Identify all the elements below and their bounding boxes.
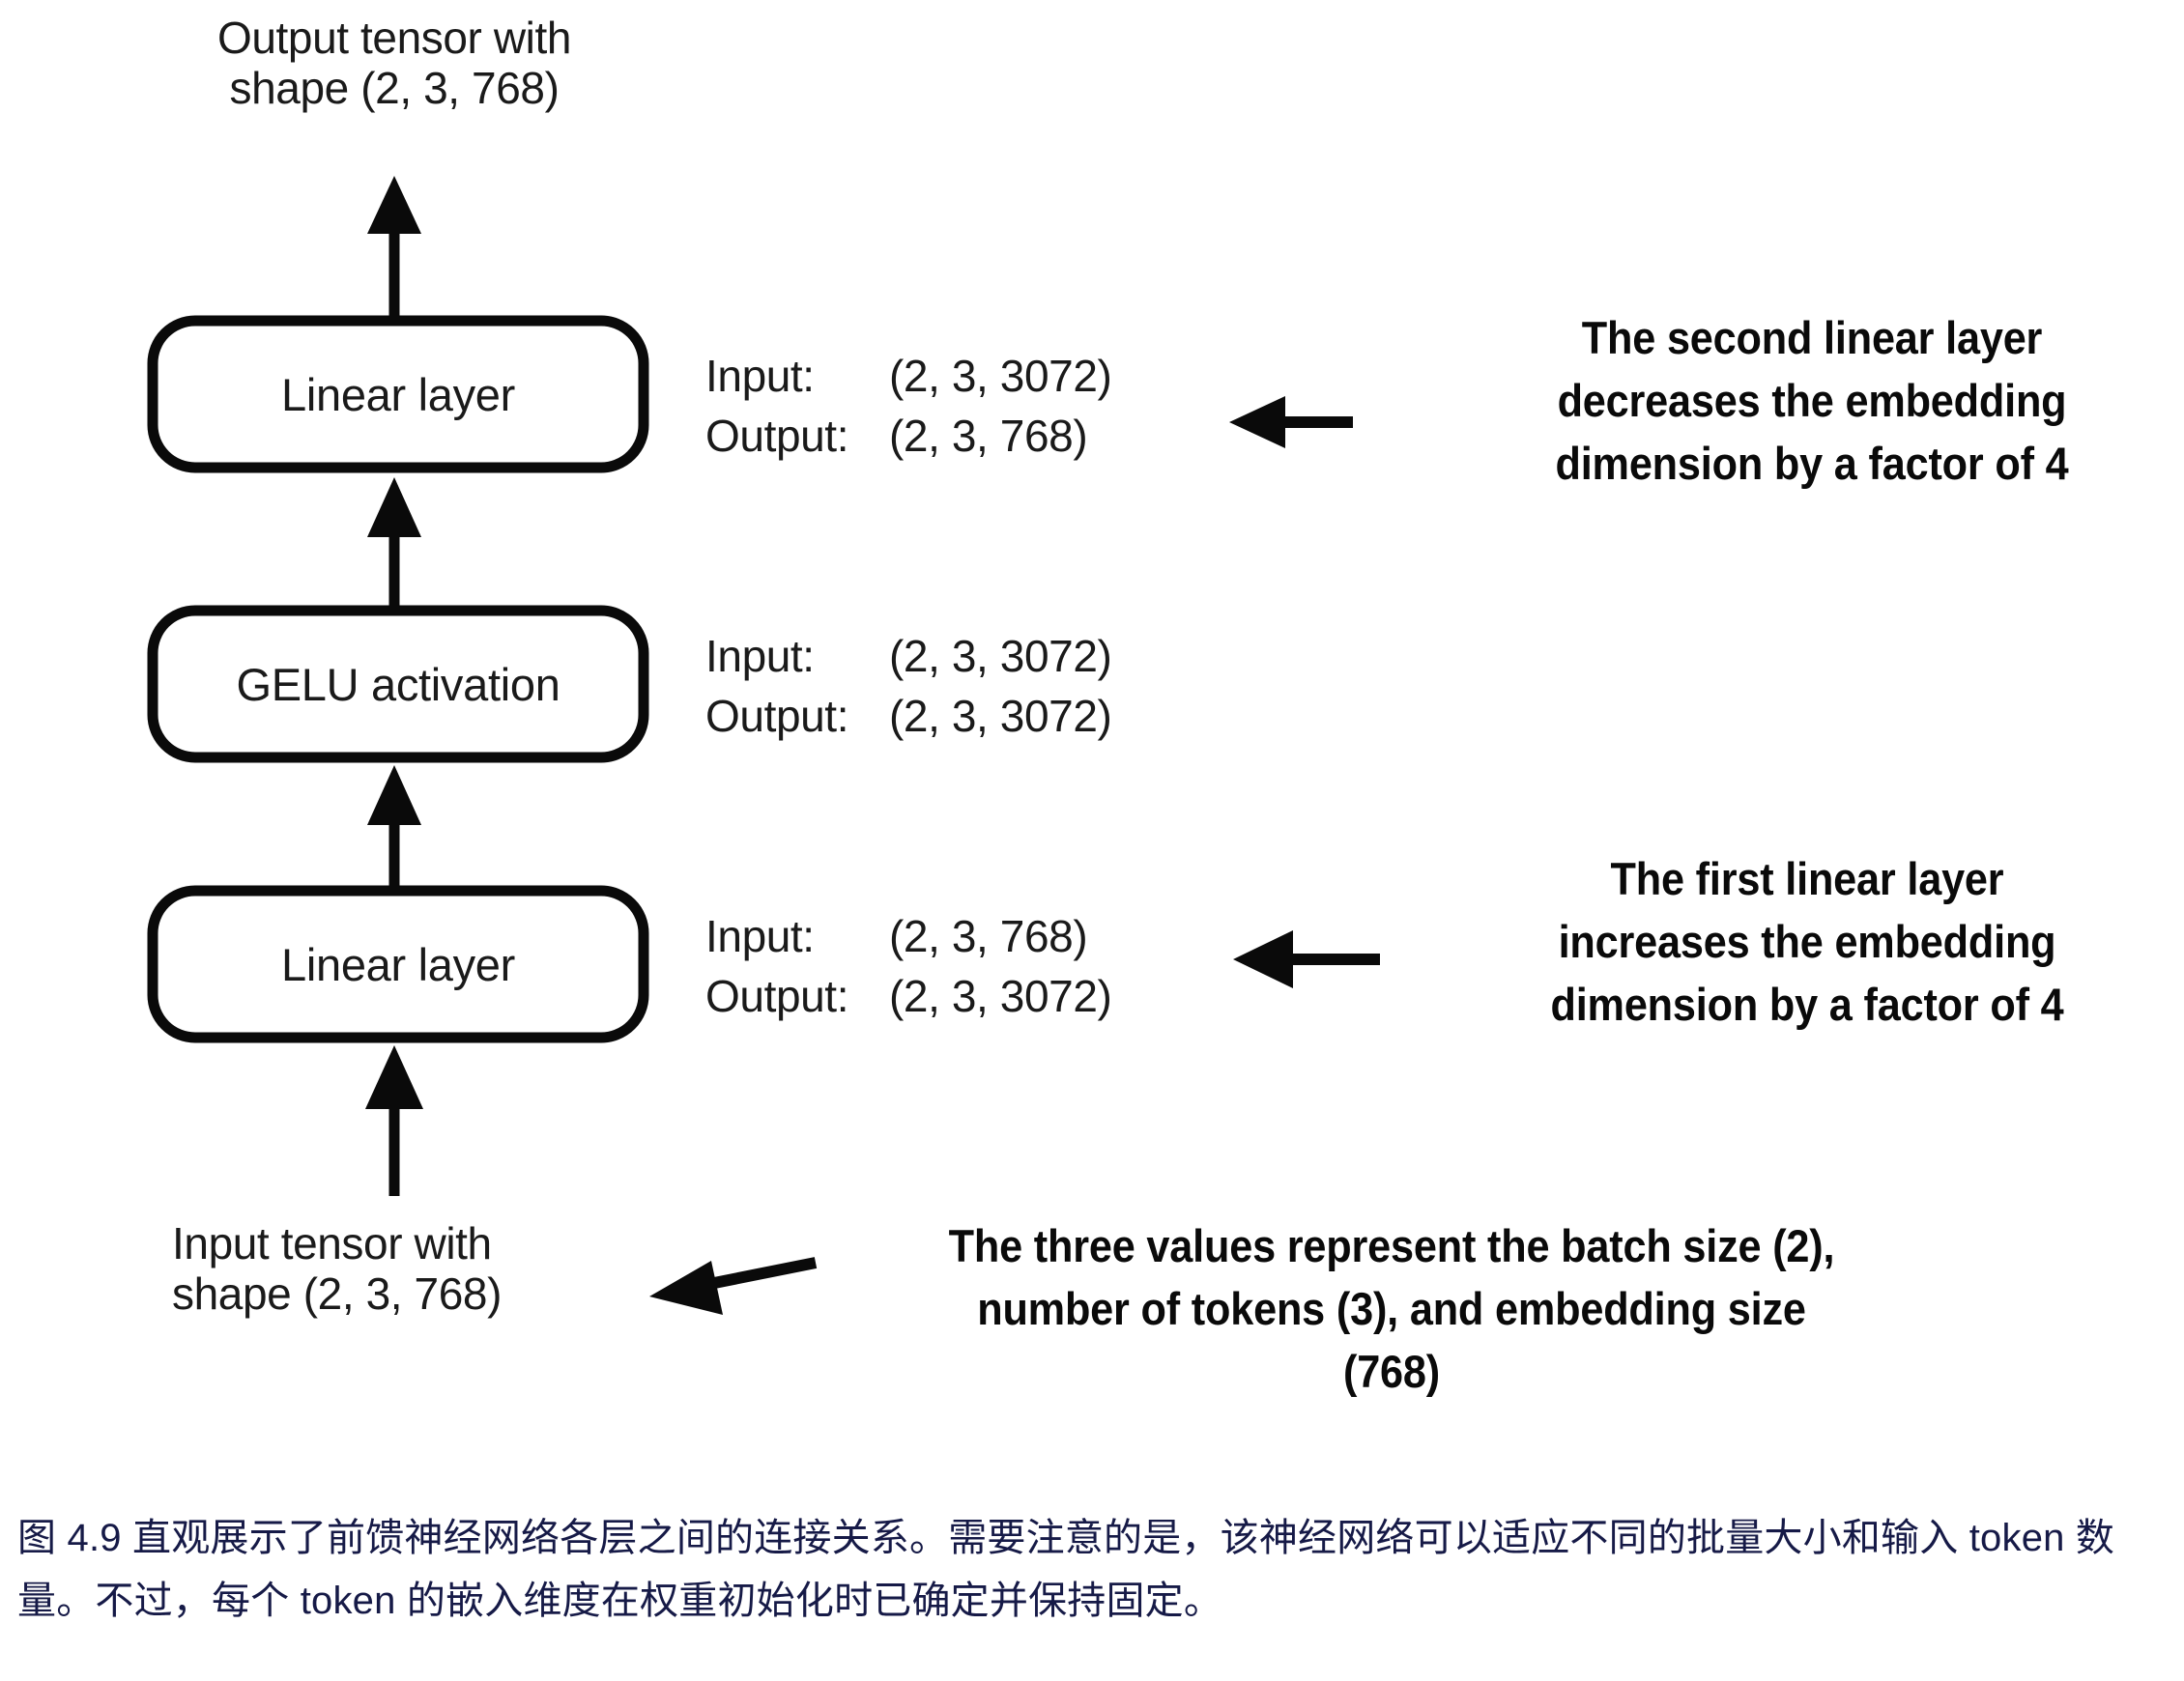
io-output-value: (2, 3, 3072) (889, 971, 1112, 1021)
io-input-value: (2, 3, 3072) (889, 351, 1112, 401)
io-row-input: Input: (2, 3, 3072) (705, 350, 1112, 402)
input-tensor-label: Input tensor with shape (2, 3, 768) (172, 1218, 502, 1319)
arrow-linear1-to-gelu (367, 765, 421, 891)
annotation-first-linear-layer: The first linear layer increases the emb… (1550, 853, 2064, 1030)
io-row-output: Output: (2, 3, 768) (705, 410, 1111, 462)
arrow-gelu-to-linear2 (367, 477, 421, 611)
box-linear-layer-1[interactable] (147, 885, 649, 1043)
arrow-pointer-shape-note (649, 1257, 818, 1315)
io-input-value: (2, 3, 768) (889, 911, 1088, 961)
arrow-pointer-first-linear (1233, 930, 1380, 988)
io-input-key: Input: (705, 631, 815, 681)
io-input-value: (2, 3, 3072) (889, 631, 1112, 681)
io-output-key: Output: (705, 691, 849, 741)
annotation-second-linear-layer: The second linear layer decreases the em… (1555, 312, 2069, 489)
box-gelu-activation[interactable] (147, 605, 649, 763)
io-output-value: (2, 3, 768) (889, 411, 1088, 461)
io-output-value: (2, 3, 3072) (889, 691, 1112, 741)
arrow-input-to-linear1 (365, 1045, 423, 1196)
box-linear-layer-2[interactable] (147, 315, 649, 473)
figure-caption: 图 4.9 直观展示了前馈神经网络各层之间的连接关系。需要注意的是，该神经网络可… (17, 1517, 2115, 1622)
io-spec-linear-layer-2: Input: (2, 3, 3072) Output: (2, 3, 768) (705, 350, 1112, 462)
annotation-shape-values: The three values represent the batch siz… (948, 1220, 1835, 1397)
io-output-key: Output: (705, 971, 849, 1021)
arrow-pointer-second-linear (1229, 396, 1353, 448)
output-tensor-label: Output tensor with shape (2, 3, 768) (216, 13, 572, 113)
arrow-to-output (367, 176, 421, 321)
io-row-input: Input: (2, 3, 3072) (705, 630, 1112, 682)
io-row-input: Input: (2, 3, 768) (705, 910, 1111, 962)
io-input-key: Input: (705, 351, 815, 401)
io-output-key: Output: (705, 411, 849, 461)
io-spec-gelu-activation: Input: (2, 3, 3072) Output: (2, 3, 3072) (705, 630, 1112, 742)
io-input-key: Input: (705, 911, 815, 961)
io-spec-linear-layer-1: Input: (2, 3, 768) Output: (2, 3, 3072) (705, 910, 1112, 1022)
io-row-output: Output: (2, 3, 3072) (705, 970, 1112, 1022)
io-row-output: Output: (2, 3, 3072) (705, 690, 1112, 742)
